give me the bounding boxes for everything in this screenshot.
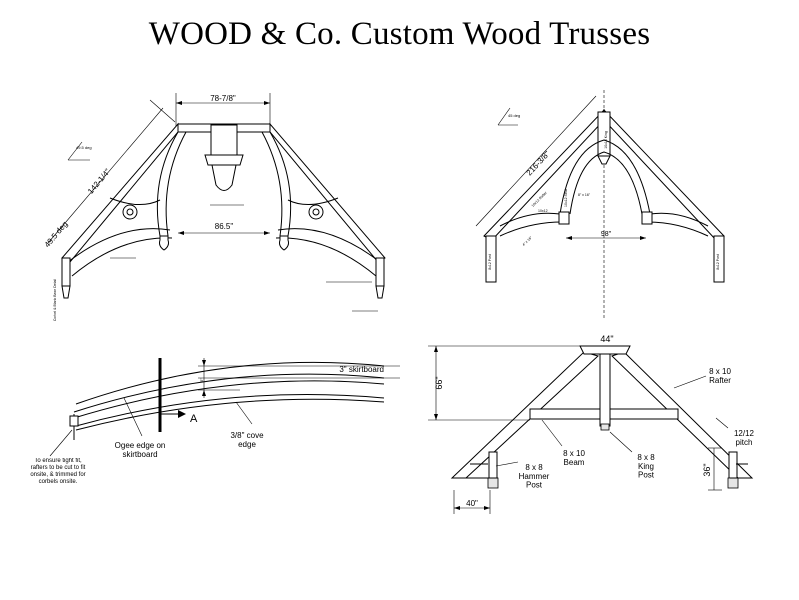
truss-a-top-dimension: 78-7/8"	[175, 93, 271, 126]
king-height: 66"	[434, 376, 444, 389]
svg-text:4" x 16": 4" x 16"	[522, 235, 534, 247]
page-title: WOOD & Co. Custom Wood Trusses	[148, 16, 651, 52]
skirtboard-arch	[69, 361, 385, 440]
section-label: A	[190, 413, 198, 425]
section-cut: A	[158, 358, 198, 432]
overhang: 40"	[466, 499, 478, 508]
svg-text:10x10 King: 10x10 King	[604, 131, 608, 149]
svg-text:5": 5"	[199, 378, 204, 382]
truss-a-angle-symbol: 49.5 deg	[67, 141, 92, 161]
svg-text:10x12: 10x12	[538, 209, 548, 213]
overhang-dimension: 40"	[453, 490, 491, 514]
fit-note: To ensure tight fit, rafters to be cut t…	[30, 458, 86, 485]
skirtboard-dimension: 5" 3" skirtboard	[198, 358, 400, 398]
truss-a-frame	[61, 122, 386, 299]
svg-text:10x12 Strut: 10x12 Strut	[564, 189, 568, 207]
svg-text:45 deg: 45 deg	[508, 113, 520, 118]
truss-b-inner-span: 98"	[601, 231, 612, 238]
skirtboard-label: 3" skirtboard	[339, 365, 384, 374]
truss-a-corbel-note: Corbel & Blank Base Detail	[53, 279, 57, 321]
truss-a-bottom-dimension: 86.5"	[178, 222, 270, 235]
king-top-width: 44"	[600, 334, 613, 344]
post-height-dimension: 36"	[702, 447, 722, 491]
truss-a-bottom-span: 86.5"	[215, 222, 234, 231]
truss-b-angle-symbol: 45 deg	[497, 107, 520, 126]
king-height-dimension: 66"	[428, 345, 580, 421]
svg-text:8x12 Post: 8x12 Post	[716, 254, 720, 270]
svg-text:8x12 Post: 8x12 Post	[488, 254, 492, 270]
truss-b-span-dimension: 98"	[566, 231, 646, 240]
king-truss-frame	[450, 345, 754, 489]
truss-a-top-width: 78-7/8"	[210, 94, 236, 103]
post-height: 36"	[702, 463, 712, 476]
svg-text:49.5 deg: 49.5 deg	[76, 145, 92, 150]
svg-text:8" x 16": 8" x 16"	[578, 193, 591, 197]
truss-b-frame	[483, 108, 725, 283]
